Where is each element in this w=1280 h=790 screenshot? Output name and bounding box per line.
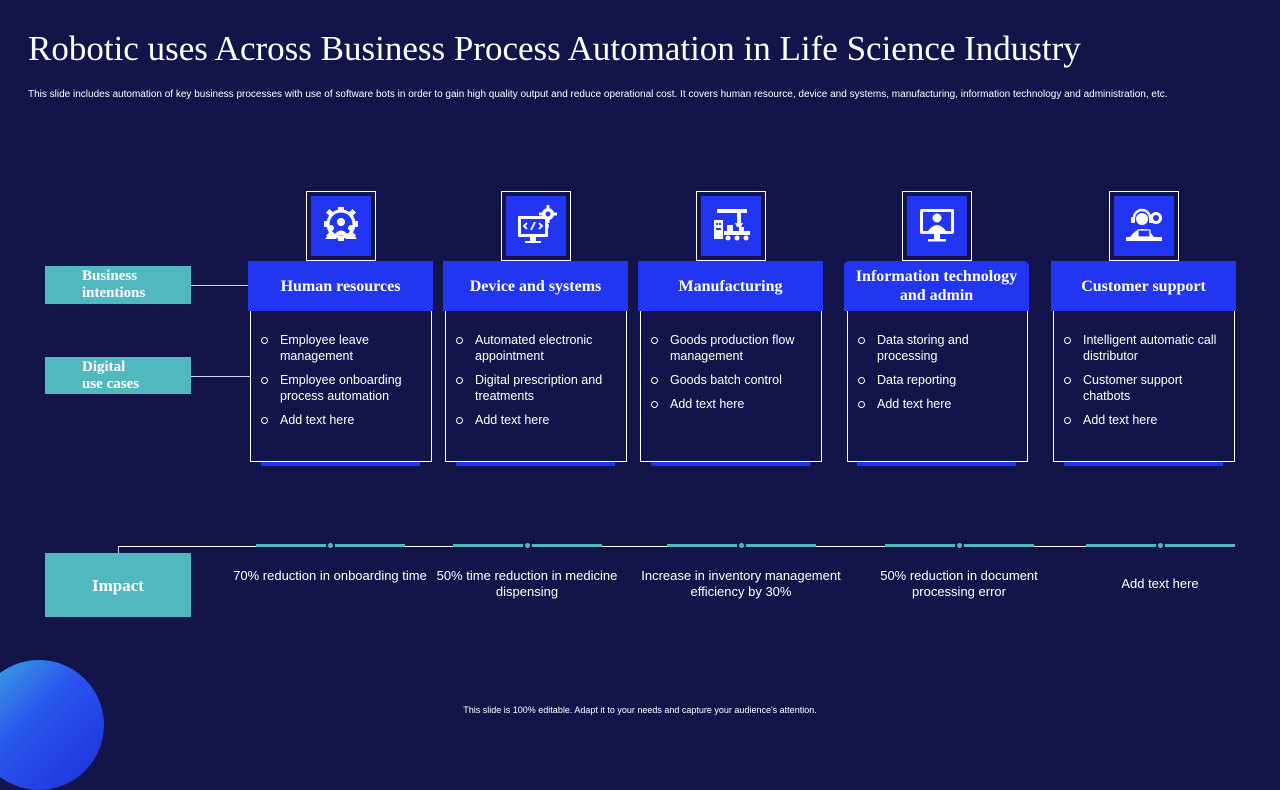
manufacturing-icon-frame <box>696 191 766 261</box>
customer-support-underline <box>1064 462 1223 466</box>
impact-text-human-resources: 70% reduction in onboarding time <box>233 568 427 583</box>
code-monitor-gear-icon <box>518 205 557 243</box>
impact-text-it-admin: 50% reduction in document processing err… <box>880 568 1038 599</box>
device-systems-header: Device and systems <box>443 261 628 311</box>
human-resources-body: Employee leave management Employee onboa… <box>250 311 432 462</box>
list-item: Add text here <box>261 412 425 428</box>
digital-use-cases-connector <box>191 376 250 377</box>
digital-use-cases-label: Digital use cases <box>45 357 191 394</box>
footer-note: This slide is 100% editable. Adapt it to… <box>463 705 817 715</box>
human-resources-icon-frame <box>306 191 376 261</box>
digital-use-cases-label-line1: Digital <box>82 358 126 375</box>
impact-text-manufacturing: Increase in inventory management efficie… <box>641 568 841 599</box>
impact-dot <box>1156 541 1165 550</box>
support-agent-icon <box>1126 208 1162 241</box>
page-title: Robotic uses Across Business Process Aut… <box>28 29 1081 68</box>
human-resources-header: Human resources <box>248 261 433 311</box>
list-item: Automated electronic appointment <box>456 332 620 364</box>
business-intentions-label: Business intentions <box>45 266 191 304</box>
impact-dot <box>737 541 746 550</box>
customer-support-icon-frame <box>1109 191 1179 261</box>
impact-dot <box>326 541 335 550</box>
it-admin-header: Information technology and admin <box>844 261 1029 311</box>
digital-use-cases-label-line2: use cases <box>82 375 140 392</box>
manufacturing-body: Goods production flow management Goods b… <box>640 311 822 462</box>
device-systems-icon-frame <box>501 191 571 261</box>
decorative-corner-circle <box>0 660 104 790</box>
list-item: Intelligent automatic call distributor <box>1064 332 1228 364</box>
list-item: Goods batch control <box>651 372 815 388</box>
user-monitor-icon <box>920 209 954 242</box>
list-item: Employee onboarding process automation <box>261 372 425 404</box>
device-systems-underline <box>456 462 615 466</box>
business-intentions-label-line2: intentions <box>82 285 146 301</box>
impact-text-customer-support: Add text here <box>1121 576 1199 591</box>
team-gear-icon <box>324 207 358 241</box>
business-intentions-connector <box>191 285 249 286</box>
manufacturing-header: Manufacturing <box>638 261 823 311</box>
customer-support-body: Intelligent automatic call distributor C… <box>1053 311 1235 462</box>
impact-connector-vertical <box>118 546 119 553</box>
impact-text-device-systems: 50% time reduction in medicine dispensin… <box>436 568 618 599</box>
list-item: Customer support chatbots <box>1064 372 1228 404</box>
device-systems-body: Automated electronic appointment Digital… <box>445 311 627 462</box>
list-item: Digital prescription and treatments <box>456 372 620 404</box>
list-item: Goods production flow management <box>651 332 815 364</box>
impact-dot <box>523 541 532 550</box>
human-resources-underline <box>261 462 420 466</box>
list-item: Data storing and processing <box>858 332 1021 364</box>
manufacturing-underline <box>651 462 810 466</box>
page-subtitle: This slide includes automation of key bu… <box>28 89 1168 100</box>
list-item: Add text here <box>858 396 1021 412</box>
it-admin-underline <box>857 462 1016 466</box>
robotic-arm-conveyor-icon <box>714 209 750 241</box>
customer-support-header: Customer support <box>1051 261 1236 311</box>
list-item: Add text here <box>651 396 815 412</box>
list-item: Add text here <box>456 412 620 428</box>
impact-dot <box>955 541 964 550</box>
list-item: Employee leave management <box>261 332 425 364</box>
it-admin-icon-frame <box>902 191 972 261</box>
it-admin-body: Data storing and processing Data reporti… <box>847 311 1028 462</box>
impact-label: Impact <box>45 553 191 617</box>
list-item: Data reporting <box>858 372 1021 388</box>
list-item: Add text here <box>1064 412 1228 428</box>
business-intentions-label-line1: Business <box>82 268 138 284</box>
